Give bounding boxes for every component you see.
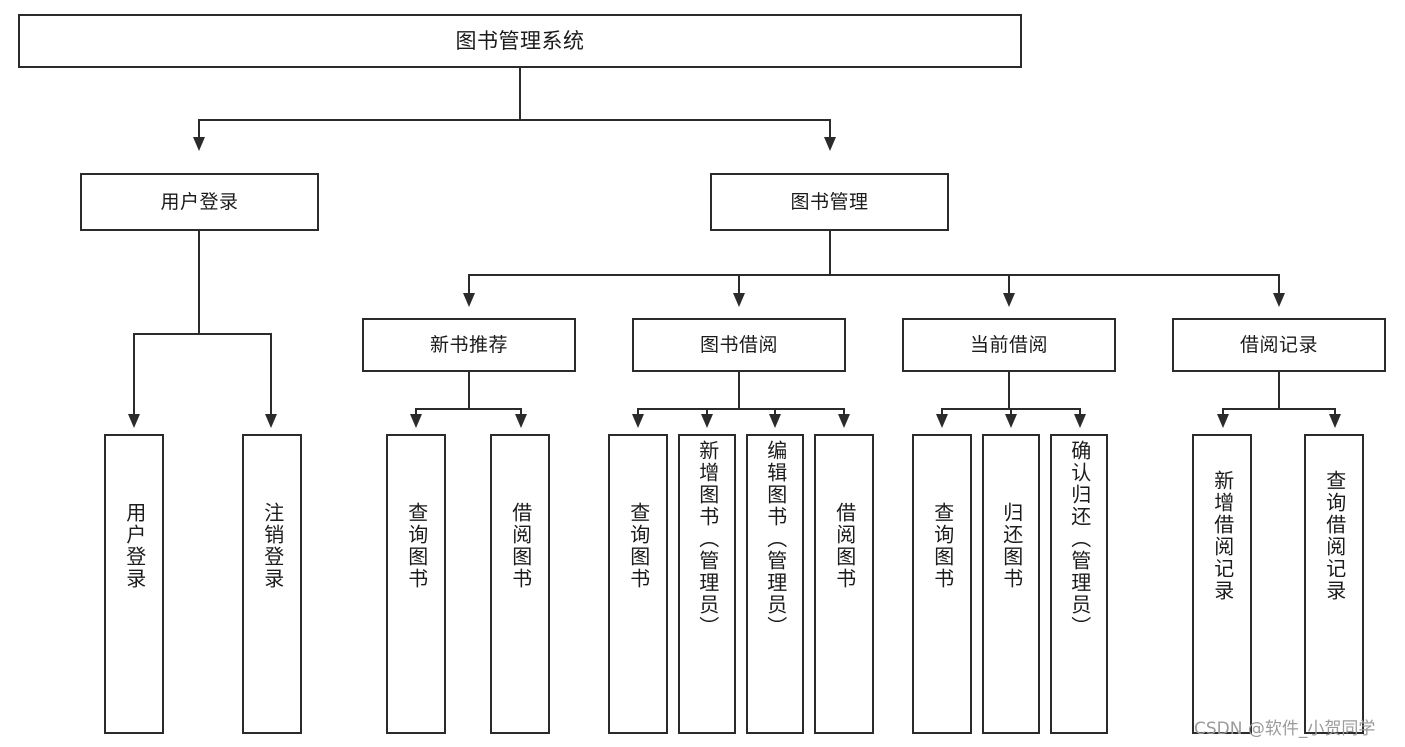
node-label: 查询图书 [930, 502, 955, 590]
node-label: 图书管理 [790, 190, 869, 213]
node-l2-borrow-records[interactable]: 借阅记录 [1172, 318, 1386, 372]
node-label: 查询借阅记录 [1322, 470, 1347, 602]
node-leaf-add-borrow-record[interactable]: 新增借阅记录 [1192, 434, 1252, 734]
node-l2-new-book-recommend[interactable]: 新书推荐 [362, 318, 576, 372]
connector-borrow-bus [637, 408, 845, 410]
connector-userlogin-to-leaf-1 [270, 333, 272, 417]
arrowhead-borrow-to-leaf-2 [769, 414, 781, 428]
connector-bookmgmt-to-l2-2 [1008, 274, 1010, 296]
node-l1-book-management[interactable]: 图书管理 [710, 173, 949, 231]
node-leaf-query-books-borrow[interactable]: 查询图书 [608, 434, 668, 734]
node-l1-user-login[interactable]: 用户登录 [80, 173, 319, 231]
node-label: 借阅图书 [832, 502, 857, 590]
arrowhead-bookmgmt-to-l2-2 [1003, 293, 1015, 307]
connector-bookmgmt-bus [468, 274, 1280, 276]
arrowhead-bookmgmt-to-l2-0 [463, 293, 475, 307]
connector-bookmgmt-to-l2-0 [468, 274, 470, 296]
node-leaf-logout[interactable]: 注销登录 [242, 434, 302, 734]
node-label: 新增图书（管理员） [695, 440, 720, 638]
node-label: 编辑图书（管理员） [763, 440, 788, 638]
node-label: 当前借阅 [969, 333, 1048, 356]
arrowhead-current-to-leaf-2 [1074, 414, 1086, 428]
arrowhead-recommend-to-leaf-1 [515, 414, 527, 428]
connector-bookmgmt-to-l2-1 [738, 274, 740, 296]
connector-userlogin-stem [198, 231, 200, 334]
node-label: 借阅图书 [508, 502, 533, 590]
connector-bookmgmt-stem [829, 231, 831, 275]
connector-borrow-to-leaf-0 [637, 408, 639, 417]
node-label: 借阅记录 [1239, 333, 1318, 356]
arrowhead-userlogin-to-leaf-0 [128, 414, 140, 428]
node-leaf-borrow-books[interactable]: 借阅图书 [814, 434, 874, 734]
connector-current-stem [1008, 372, 1010, 409]
connector-recommend-bus [415, 408, 522, 410]
connector-userlogin-to-leaf-0 [133, 333, 135, 417]
node-label: 用户登录 [122, 502, 147, 590]
connector-current-to-leaf-1 [1010, 408, 1012, 417]
connector-bookmgmt-to-l2-3 [1278, 274, 1280, 296]
arrowhead-bookmgmt-to-l2-1 [733, 293, 745, 307]
arrowhead-records-to-leaf-1 [1329, 414, 1341, 428]
connector-borrow-stem [738, 372, 740, 409]
arrowhead-root-to-l1-1 [824, 137, 836, 151]
arrowhead-bookmgmt-to-l2-3 [1273, 293, 1285, 307]
node-leaf-edit-book-admin[interactable]: 编辑图书（管理员） [746, 434, 804, 734]
node-leaf-confirm-return-admin[interactable]: 确认归还（管理员） [1050, 434, 1108, 734]
connector-root-bus [198, 119, 831, 121]
connector-root-to-l1-0 [198, 119, 200, 141]
node-label: 注销登录 [260, 502, 285, 590]
node-label: 确认归还（管理员） [1067, 440, 1092, 638]
connector-records-bus [1222, 408, 1336, 410]
watermark-text: CSDN @软件_小贺同学 [1194, 719, 1376, 739]
node-leaf-query-books-current[interactable]: 查询图书 [912, 434, 972, 734]
node-l2-book-borrow[interactable]: 图书借阅 [632, 318, 846, 372]
node-label: 归还图书 [999, 502, 1024, 590]
node-label: 查询图书 [404, 502, 429, 590]
arrowhead-records-to-leaf-0 [1217, 414, 1229, 428]
connector-recommend-stem [468, 372, 470, 409]
connector-current-to-leaf-0 [941, 408, 943, 417]
arrowhead-userlogin-to-leaf-1 [265, 414, 277, 428]
arrowhead-root-to-l1-0 [193, 137, 205, 151]
arrowhead-recommend-to-leaf-0 [410, 414, 422, 428]
connector-records-to-leaf-0 [1222, 408, 1224, 417]
connector-borrow-to-leaf-1 [706, 408, 708, 417]
node-leaf-query-books-recommend[interactable]: 查询图书 [386, 434, 446, 734]
arrowhead-borrow-to-leaf-1 [701, 414, 713, 428]
node-root-system[interactable]: 图书管理系统 [18, 14, 1022, 68]
arrowhead-borrow-to-leaf-3 [838, 414, 850, 428]
connector-root-stem [519, 68, 521, 120]
node-label: 查询图书 [626, 502, 651, 590]
node-leaf-add-book-admin[interactable]: 新增图书（管理员） [678, 434, 736, 734]
connector-root-to-l1-1 [829, 119, 831, 141]
node-label: 新增借阅记录 [1210, 470, 1235, 602]
connector-current-to-leaf-2 [1079, 408, 1081, 417]
connector-records-stem [1278, 372, 1280, 409]
arrowhead-current-to-leaf-1 [1005, 414, 1017, 428]
connector-records-to-leaf-1 [1334, 408, 1336, 417]
arrowhead-current-to-leaf-0 [936, 414, 948, 428]
connector-recommend-to-leaf-1 [520, 408, 522, 417]
node-label: 图书借阅 [699, 333, 778, 356]
node-leaf-return-books[interactable]: 归还图书 [982, 434, 1040, 734]
node-label: 新书推荐 [429, 333, 508, 356]
node-l2-current-borrow[interactable]: 当前借阅 [902, 318, 1116, 372]
node-leaf-query-borrow-record[interactable]: 查询借阅记录 [1304, 434, 1364, 734]
node-leaf-user-login[interactable]: 用户登录 [104, 434, 164, 734]
connector-recommend-to-leaf-0 [415, 408, 417, 417]
connector-userlogin-bus [133, 333, 270, 335]
node-leaf-borrow-books-recommend[interactable]: 借阅图书 [490, 434, 550, 734]
node-label: 用户登录 [160, 190, 239, 213]
connector-borrow-to-leaf-3 [843, 408, 845, 417]
arrowhead-borrow-to-leaf-0 [632, 414, 644, 428]
connector-borrow-to-leaf-2 [774, 408, 776, 417]
node-label: 图书管理系统 [455, 28, 585, 53]
